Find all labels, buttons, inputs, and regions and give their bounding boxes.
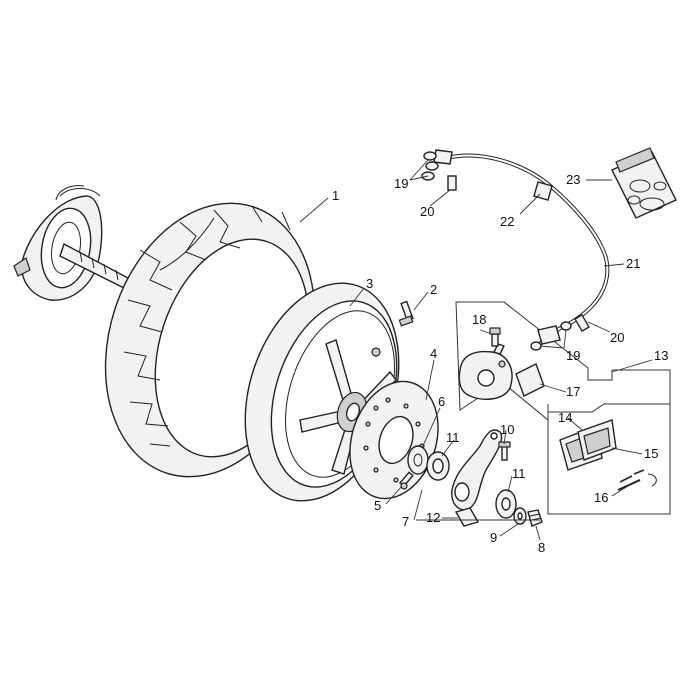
bearing-11-right (495, 489, 517, 519)
callout-labels: 1 2 3 4 5 6 7 8 9 10 11 11 12 13 14 15 1… (332, 172, 668, 555)
pad-spring-17 (515, 363, 545, 397)
callout-20-upper: 20 (420, 204, 434, 219)
callout-23: 23 (566, 172, 580, 187)
callout-3: 3 (366, 276, 373, 291)
callout-7: 7 (402, 514, 409, 529)
nut-8 (527, 509, 543, 527)
callout-6: 6 (438, 394, 445, 409)
banjo-bolts-upper (421, 151, 457, 191)
callout-18: 18 (472, 312, 486, 327)
callout-12: 12 (426, 510, 440, 525)
leader-lines (299, 159, 653, 541)
hub-axle-assembly (13, 185, 129, 301)
callout-19-upper: 19 (394, 176, 408, 191)
bearing-11-left (426, 451, 450, 481)
bleed-valve-18 (489, 327, 501, 347)
callout-20-lower: 20 (610, 330, 624, 345)
callout-9: 9 (490, 530, 497, 545)
callout-17: 17 (566, 384, 580, 399)
bolt-2 (398, 300, 414, 327)
callout-2: 2 (430, 282, 437, 297)
bolt-10 (498, 441, 511, 461)
callout-5: 5 (374, 498, 381, 513)
pad-pin-16 (617, 469, 657, 491)
banjo-bolts-lower (530, 313, 590, 351)
callout-4: 4 (430, 346, 437, 361)
brake-caliper (458, 343, 513, 400)
brake-pads-14 (559, 419, 617, 471)
callout-21: 21 (626, 256, 640, 271)
bolt-5 (398, 471, 414, 490)
caliper-kit-box (455, 301, 671, 515)
callout-10: 10 (500, 422, 514, 437)
callout-16: 16 (594, 490, 608, 505)
callout-22: 22 (500, 214, 514, 229)
callout-11-left: 11 (446, 430, 460, 445)
callout-1: 1 (332, 188, 339, 203)
callout-15: 15 (644, 446, 658, 461)
small-parts-bag-23 (611, 147, 677, 219)
callout-11-right: 11 (512, 466, 526, 481)
callout-8: 8 (538, 540, 545, 555)
callout-14: 14 (558, 410, 572, 425)
bearing-6 (407, 445, 429, 475)
callout-19-lower: 19 (566, 348, 580, 363)
callout-13: 13 (654, 348, 668, 363)
washer-9 (513, 507, 527, 525)
spacer-12 (454, 507, 480, 527)
